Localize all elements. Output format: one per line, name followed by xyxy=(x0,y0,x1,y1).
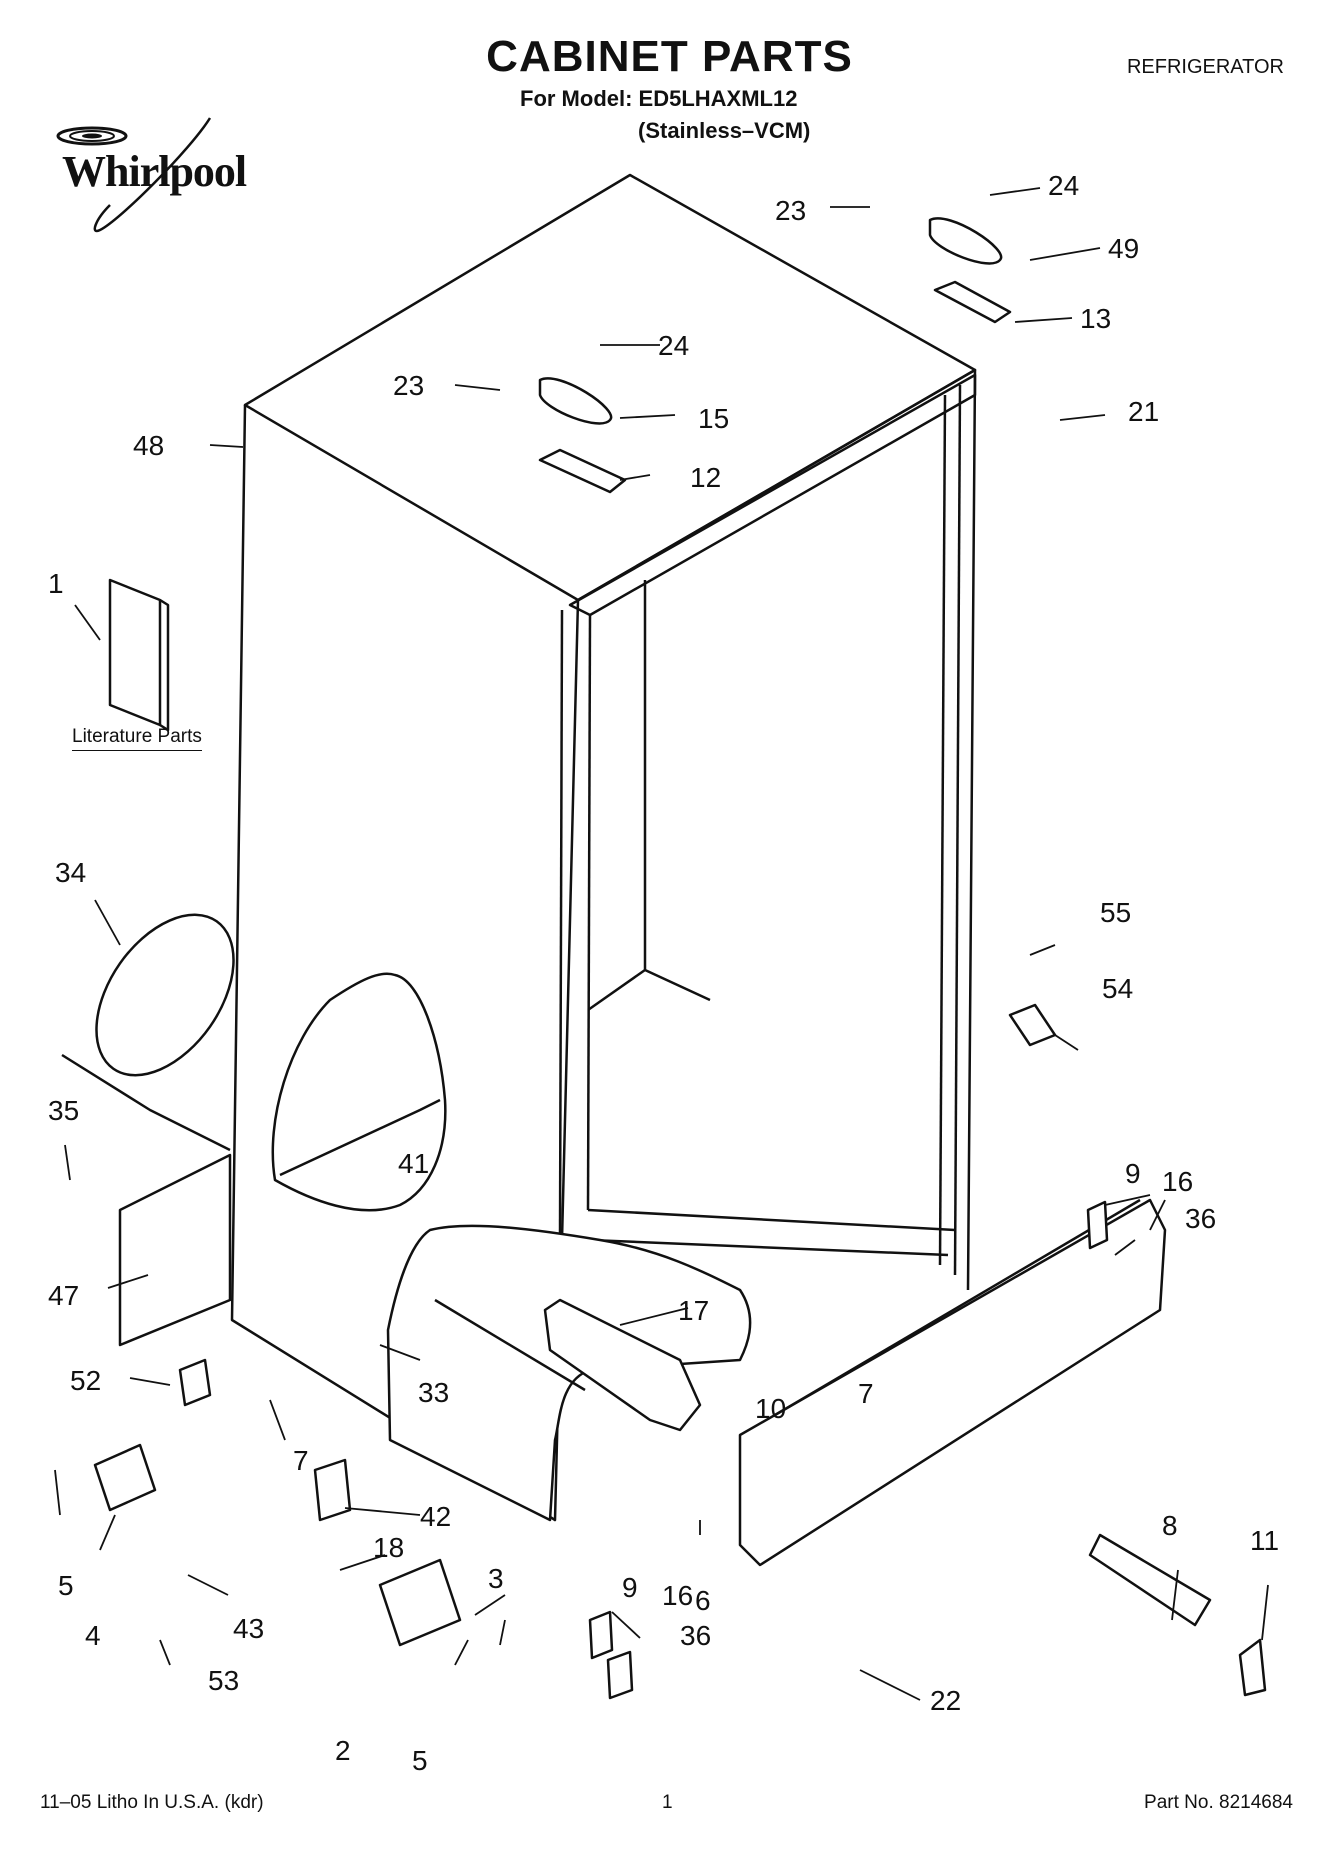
callout-41: 41 xyxy=(398,1148,429,1179)
callout-36a: 36 xyxy=(1185,1203,1216,1234)
callout-16a: 16 xyxy=(1162,1166,1193,1197)
callout-34: 34 xyxy=(55,857,86,888)
callout-10: 10 xyxy=(755,1393,786,1424)
callout-48: 48 xyxy=(133,430,164,461)
callout-16b: 16 xyxy=(662,1580,693,1611)
page-title: CABINET PARTS xyxy=(486,32,853,81)
callout-47: 47 xyxy=(48,1280,79,1311)
callout-23b: 23 xyxy=(393,370,424,401)
callout-18: 18 xyxy=(373,1532,404,1563)
callout-24a: 24 xyxy=(1048,170,1079,201)
callout-17: 17 xyxy=(678,1295,709,1326)
callout-2: 2 xyxy=(335,1735,351,1766)
callout-52: 52 xyxy=(70,1365,101,1396)
callout-1: 1 xyxy=(48,568,64,599)
logo-wordmark: Whirlpool xyxy=(62,147,247,196)
callout-13: 13 xyxy=(1080,303,1111,334)
callout-36b: 36 xyxy=(680,1620,711,1651)
callout-24b: 24 xyxy=(658,330,689,361)
model-line: For Model: ED5LHAXML12 xyxy=(520,86,798,111)
callout-4: 4 xyxy=(85,1620,101,1651)
variant-line: (Stainless–VCM) xyxy=(638,118,811,143)
callout-6: 6 xyxy=(695,1585,711,1616)
callout-9b: 9 xyxy=(622,1572,638,1603)
callout-55: 55 xyxy=(1100,897,1131,928)
callout-42: 42 xyxy=(420,1501,451,1532)
footer-litho: 11–05 Litho In U.S.A. (kdr) xyxy=(40,1792,264,1813)
callout-5a: 5 xyxy=(58,1570,74,1601)
literature-parts-label: Literature Parts xyxy=(72,726,202,751)
callout-15: 15 xyxy=(698,403,729,434)
whirlpool-logo: Whirlpool xyxy=(40,110,280,240)
callout-33: 33 xyxy=(418,1377,449,1408)
footer-part-number: Part No. 8214684 xyxy=(1144,1792,1293,1813)
callout-11: 11 xyxy=(1250,1525,1279,1556)
product-type: REFRIGERATOR xyxy=(1126,56,1284,78)
callout-21: 21 xyxy=(1128,396,1159,427)
callout-23a: 23 xyxy=(775,195,806,226)
callout-49: 49 xyxy=(1108,233,1139,264)
callout-43: 43 xyxy=(233,1613,264,1644)
callout-3: 3 xyxy=(488,1563,504,1594)
callout-5b: 5 xyxy=(412,1745,428,1776)
footer-page-number: 1 xyxy=(662,1792,673,1813)
callout-8: 8 xyxy=(1162,1510,1178,1541)
callout-35: 35 xyxy=(48,1095,79,1126)
callout-9a: 9 xyxy=(1125,1158,1141,1189)
callout-7a: 7 xyxy=(293,1445,309,1476)
callout-54: 54 xyxy=(1102,973,1133,1004)
callout-22: 22 xyxy=(930,1685,961,1716)
callout-53: 53 xyxy=(208,1665,239,1696)
callout-12: 12 xyxy=(690,462,721,493)
callout-7b: 7 xyxy=(858,1378,874,1409)
